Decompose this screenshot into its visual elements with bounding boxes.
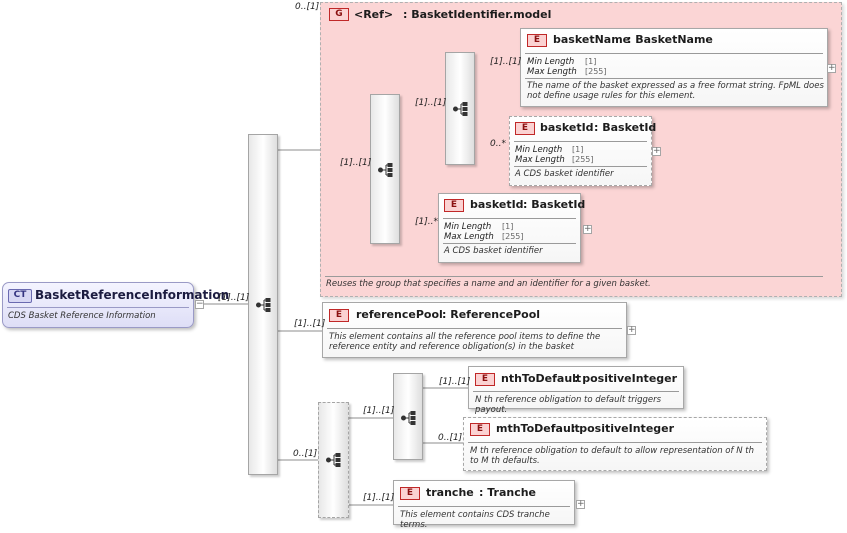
nth-sequence-cardinality: [1]..[1] <box>363 406 395 416</box>
group-ref-label: <Ref> <box>354 8 394 21</box>
basket-id-optional-cardinality: 0..* <box>490 139 506 149</box>
collapse-toggle-icon[interactable]: − <box>195 299 204 309</box>
element-doc: This element contains CDS tranche terms. <box>400 510 550 530</box>
element-basket-id-optional[interactable]: E basketId : BasketId Min Length [1] Max… <box>509 116 656 186</box>
element-mth-to-default[interactable]: E mthToDefault : positiveInteger M th re… <box>463 417 767 471</box>
expand-icon[interactable]: + <box>827 63 836 73</box>
sequence-icon <box>256 298 271 312</box>
element-name: tranche <box>426 486 474 499</box>
group-cardinality: 0..[1] <box>295 2 320 12</box>
element-doc: M th reference obligation to default to … <box>470 446 754 466</box>
element-badge: E <box>444 199 464 212</box>
nested-sequence[interactable] <box>445 52 475 165</box>
element-divider <box>525 53 823 54</box>
sequence-icon <box>378 163 393 177</box>
nth-sequence[interactable] <box>393 373 423 460</box>
element-type: : BasketId <box>594 121 657 134</box>
group-divider <box>325 276 823 277</box>
element-divider <box>525 78 823 79</box>
root-divider <box>7 307 189 308</box>
root-name: BasketReferenceInformation <box>35 288 230 302</box>
group-sequence-cardinality: [1]..[1] <box>340 158 372 168</box>
element-name: referencePool <box>356 308 443 321</box>
element-divider <box>514 141 647 142</box>
root-complex-type-box[interactable]: CT BasketReferenceInformation CDS Basket… <box>2 282 229 328</box>
group-badge: G <box>329 8 349 21</box>
tranche-cardinality: [1]..[1] <box>363 493 395 503</box>
facet-min-length-label: Min Length <box>444 222 492 232</box>
element-basket-name[interactable]: E basketName : BasketName Min Length [1]… <box>520 28 828 107</box>
root-sequence-cardinality: [1]..[1] <box>218 293 250 303</box>
facet-min-length-label: Min Length <box>515 145 563 155</box>
element-badge: E <box>515 122 535 135</box>
facet-min-length-label: Min Length <box>527 57 575 67</box>
element-tranche[interactable]: E tranche : Tranche This element contain… <box>393 480 575 530</box>
group-name: : BasketIdentifier.model <box>403 8 552 21</box>
facet-min-length-value: [1] <box>502 222 514 231</box>
element-nth-to-default[interactable]: E nthToDefault : positiveInteger N th re… <box>468 366 684 415</box>
sequence-icon <box>401 411 416 425</box>
mth-to-default-cardinality: 0..[1] <box>438 433 463 443</box>
facet-max-length-value: [255] <box>502 232 524 241</box>
element-badge: E <box>470 423 490 436</box>
element-badge: E <box>475 373 495 386</box>
element-divider <box>443 218 576 219</box>
element-type: : BasketName <box>627 33 713 46</box>
element-doc: The name of the basket expressed as a fr… <box>527 81 824 101</box>
element-divider <box>398 506 570 507</box>
element-type: : BasketId <box>523 198 586 211</box>
element-divider <box>468 442 762 443</box>
element-name: nthToDefault <box>501 372 582 385</box>
expand-icon[interactable]: + <box>652 146 661 156</box>
facet-max-length-value: [255] <box>585 67 607 76</box>
facet-max-length-value: [255] <box>572 155 594 164</box>
sequence-icon <box>326 453 341 467</box>
element-type: : positiveInteger <box>574 372 678 385</box>
element-divider <box>327 328 622 329</box>
nested-sequence-cardinality: [1]..[1] <box>415 98 447 108</box>
nth-to-default-cardinality: [1]..[1] <box>439 377 471 387</box>
facet-min-length-value: [1] <box>572 145 584 154</box>
expand-icon[interactable]: + <box>627 325 636 335</box>
facet-max-length-label: Max Length <box>527 67 577 77</box>
element-name: basketId <box>470 198 524 211</box>
element-badge: E <box>400 487 420 500</box>
sequence-icon <box>453 102 468 116</box>
basket-id-cardinality: [1]..* <box>415 217 438 227</box>
element-doc: A CDS basket identifier <box>444 246 543 256</box>
tranche-optional-sequence[interactable] <box>318 402 349 518</box>
expand-icon[interactable]: + <box>576 499 585 509</box>
element-divider <box>443 243 576 244</box>
group-doc: Reuses the group that specifies a name a… <box>326 279 651 289</box>
tranche-sequence-cardinality: 0..[1] <box>293 449 318 459</box>
element-doc: A CDS basket identifier <box>515 169 614 179</box>
element-name: mthToDefault <box>496 422 580 435</box>
facet-min-length-value: [1] <box>585 57 597 66</box>
reference-pool-cardinality: [1]..[1] <box>294 319 326 329</box>
element-badge: E <box>329 309 349 322</box>
element-badge: E <box>527 34 547 47</box>
element-name: basketName <box>553 33 631 46</box>
root-doc: CDS Basket Reference Information <box>8 311 156 321</box>
basket-name-cardinality: [1]..[1] <box>490 57 522 67</box>
expand-icon[interactable]: + <box>583 224 592 234</box>
root-sequence-compositor[interactable] <box>248 134 278 475</box>
element-type: : ReferencePool <box>442 308 541 321</box>
complex-type-badge: CT <box>8 289 32 303</box>
element-reference-pool[interactable]: E referencePool : ReferencePool This ele… <box>322 302 627 358</box>
element-doc: N th reference obligation to default tri… <box>475 395 662 415</box>
element-name: basketId <box>540 121 594 134</box>
element-type: : positiveInteger <box>571 422 675 435</box>
group-inner-sequence[interactable] <box>370 94 400 244</box>
element-basket-id[interactable]: E basketId : BasketId Min Length [1] Max… <box>438 193 585 263</box>
facet-max-length-label: Max Length <box>515 155 565 165</box>
facet-max-length-label: Max Length <box>444 232 494 242</box>
element-doc: This element contains all the reference … <box>329 332 601 352</box>
element-divider <box>514 166 647 167</box>
element-type: : Tranche <box>479 486 537 499</box>
element-divider <box>473 391 679 392</box>
